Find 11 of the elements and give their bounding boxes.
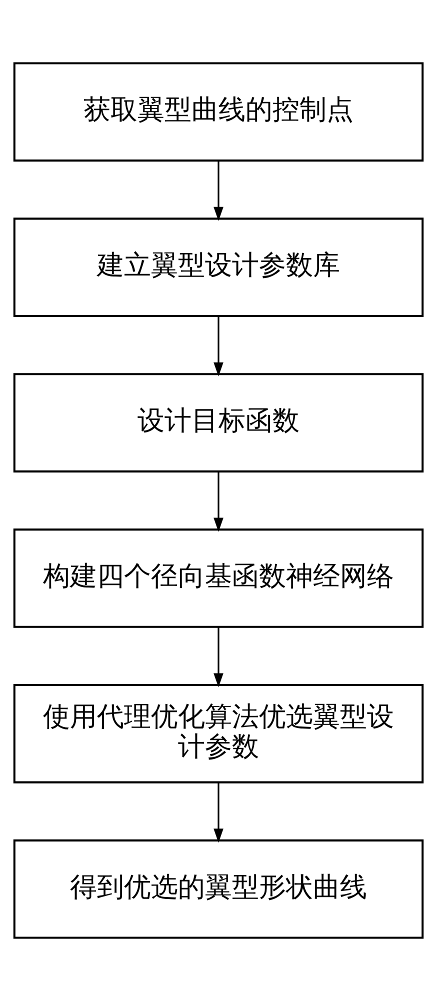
node-box: 设计目标函数 bbox=[12, 372, 424, 472]
arrow bbox=[213, 782, 223, 842]
node-box: 构建四个径向基函数神经网络 bbox=[12, 528, 424, 628]
arrow bbox=[213, 316, 223, 376]
node-box: 使用代理优化算法优选翼型设计参数 bbox=[12, 683, 424, 783]
arrow bbox=[213, 626, 223, 687]
node-box: 建立翼型设计参数库 bbox=[12, 217, 424, 317]
arrow bbox=[213, 471, 223, 532]
node-box: 得到优选的翼型形状曲线 bbox=[12, 838, 424, 938]
arrow bbox=[213, 160, 223, 220]
node-box: 获取翼型曲线的控制点 bbox=[12, 62, 424, 162]
